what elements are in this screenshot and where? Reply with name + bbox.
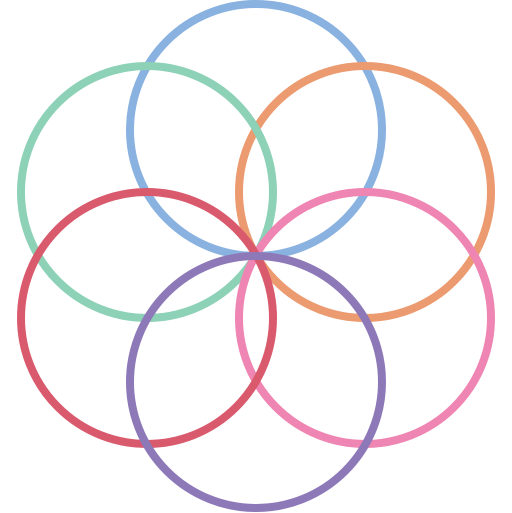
rings-layer [17, 0, 495, 512]
ring-purple-bottom [126, 252, 386, 512]
